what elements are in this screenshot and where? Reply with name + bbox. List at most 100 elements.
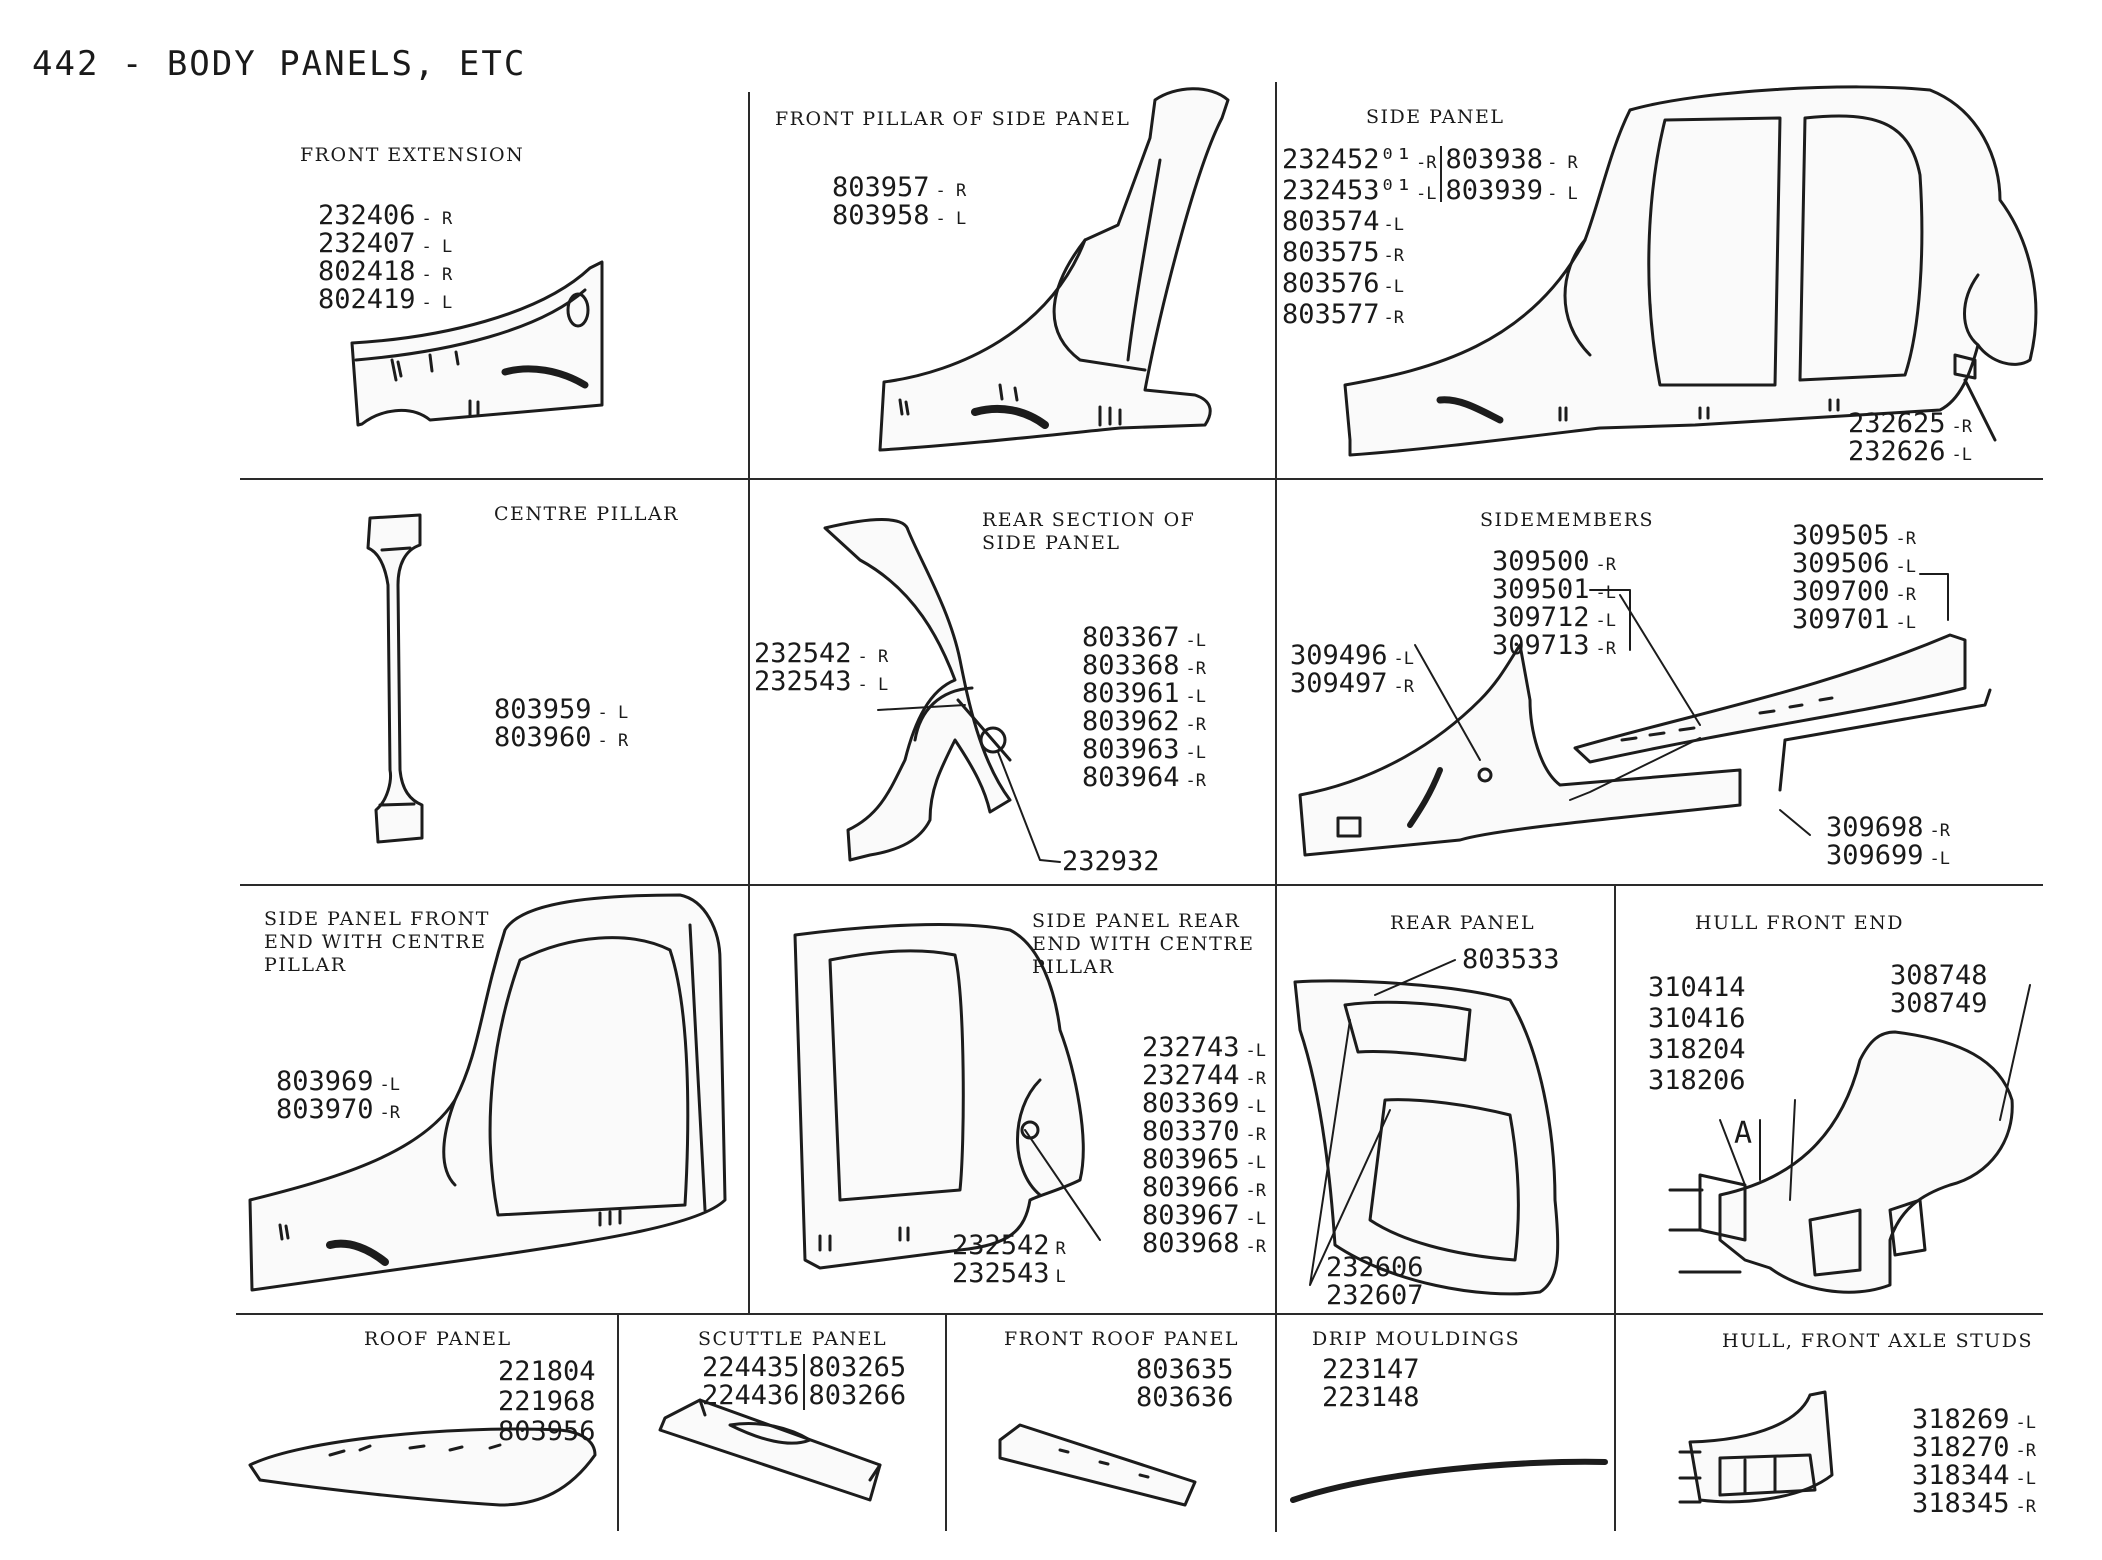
side-panel-front-end-drawing: [248, 893, 727, 1292]
part-number: 803368-R: [1082, 650, 1207, 681]
part-number: 803967-L: [1142, 1200, 1267, 1231]
front-roof-panel-drawing: [998, 1423, 1197, 1507]
part-list-front-extension: 232406- R 232407- L 802418- R 802419- L: [318, 202, 452, 314]
roof-panel-drawing: [248, 1427, 597, 1507]
part-number: 802418- R: [318, 256, 453, 287]
divider: [240, 478, 2043, 480]
part-number: 803958- L: [832, 200, 967, 231]
part-list-centre-pillar: 803959- L 803960- R: [494, 696, 628, 752]
section-title-centre-pillar: CENTRE PILLAR: [494, 503, 679, 525]
part-number: 308749: [1890, 988, 1988, 1019]
rear-section-drawing: [823, 518, 1061, 863]
section-title-side-panel: SIDE PANEL: [1366, 106, 1505, 128]
part-number: 232543- L: [754, 666, 889, 697]
section-title-sidemembers: SIDEMEMBERS: [1480, 509, 1655, 531]
part-list-side-panel-bracket: 232625-R 232626-L: [1848, 410, 1972, 466]
section-title-drip-mouldings: DRIP MOULDINGS: [1312, 1328, 1521, 1350]
part-list-roof-panel: 221804 221968 803956: [498, 1358, 596, 1448]
side-panel-rear-end-drawing: [793, 923, 1101, 1270]
part-number: 232625-R: [1848, 408, 1973, 439]
part-number: 309701-L: [1792, 604, 1917, 635]
part-number: 224436: [702, 1380, 800, 1411]
part-list-drip-mouldings: 223147 223148: [1322, 1356, 1420, 1412]
part-number: 232542- R: [754, 638, 889, 669]
part-number: 232606: [1326, 1252, 1424, 1283]
part-number: 803962-R: [1082, 706, 1207, 737]
part-list-rear-section-right: 803367-L 803368-R 803961-L 803962-R 8039…: [1082, 624, 1206, 792]
part-list-sidemembers-mid: 309500-R 309501-L 309712-L 309713-R: [1492, 548, 1616, 660]
part-list-side-panel-front-end: 803969-L 803970-R: [276, 1068, 400, 1124]
part-number: 318204: [1648, 1034, 1746, 1065]
part-number: 309497-R: [1290, 668, 1415, 699]
divider: [236, 1313, 2043, 1315]
section-title-front-pillar: FRONT PILLAR OF SIDE PANEL: [775, 108, 1131, 130]
callout-label-a: A: [1734, 1116, 1753, 1151]
part-number: 803961-L: [1082, 678, 1207, 709]
part-number: 803964-R: [1082, 762, 1207, 793]
part-number: 803968-R: [1142, 1228, 1267, 1259]
side-panel-drawing: [1343, 85, 2038, 457]
part-number: 309712-L: [1492, 602, 1617, 633]
part-number: 309700-R: [1792, 576, 1917, 607]
part-list-rear-section-bottom: 232932: [1062, 848, 1160, 876]
part-number: 309698-R: [1826, 812, 1951, 843]
part-number: 803370-R: [1142, 1116, 1267, 1147]
part-number: 309500-R: [1492, 546, 1617, 577]
part-list-scuttle-panel: 224435 224436 803265 803266: [702, 1354, 906, 1410]
part-number: 309713-R: [1492, 630, 1617, 661]
part-number: 803938- R: [1445, 144, 1578, 175]
front-extension-drawing: [350, 260, 604, 427]
section-title-front-roof-panel: FRONT ROOF PANEL: [1004, 1328, 1239, 1350]
part-number: 232744-R: [1142, 1060, 1267, 1091]
divider: [1275, 82, 1277, 1532]
part-number: 803965-L: [1142, 1144, 1267, 1175]
part-number: 232626-L: [1848, 436, 1973, 467]
part-list-rear-section-left: 232542- R 232543- L: [754, 640, 888, 696]
divider: [945, 1313, 947, 1531]
part-number: 232453⁰¹-L: [1282, 175, 1437, 206]
part-number: 309505-R: [1792, 520, 1917, 551]
part-list-sidemembers-left: 309496-L 309497-R: [1290, 642, 1414, 698]
part-list-rear-panel-bottom: 232606 232607: [1326, 1254, 1424, 1310]
rear-panel-drawing: [1293, 959, 1560, 1296]
part-number: 232406- R: [318, 200, 453, 231]
part-list-front-pillar: 803957- R 803958- L: [832, 174, 966, 230]
part-list-hull-axle-studs: 318269-L 318270-R 318344-L 318345-R: [1912, 1406, 2036, 1518]
part-number: 803957- R: [832, 172, 967, 203]
section-title-rear-section: REAR SECTION OF SIDE PANEL: [982, 509, 1196, 554]
part-number: 803575-R: [1282, 237, 1405, 268]
part-number: 318269-L: [1912, 1404, 2037, 1435]
drip-mouldings-drawing: [1290, 1458, 1608, 1503]
section-title-scuttle-panel: SCUTTLE PANEL: [698, 1328, 888, 1350]
part-number: 232407- L: [318, 228, 453, 259]
part-number: 803960- R: [494, 722, 629, 753]
part-number: 803577-R: [1282, 299, 1405, 330]
part-number: 309506-L: [1792, 548, 1917, 579]
part-number: 310414: [1648, 972, 1746, 1003]
section-title-hull-axle-studs: HULL, FRONT AXLE STUDS: [1722, 1330, 2034, 1352]
part-number: 803966-R: [1142, 1172, 1267, 1203]
section-title-rear-panel: REAR PANEL: [1390, 912, 1536, 934]
part-number: 803970-R: [276, 1094, 401, 1125]
part-number: 803266: [808, 1380, 907, 1411]
part-number: 318344-L: [1912, 1460, 2037, 1491]
part-number: 232932: [1062, 846, 1160, 877]
part-number: 232743-L: [1142, 1032, 1267, 1063]
part-number: 803574-L: [1282, 206, 1405, 237]
part-number: 802419- L: [318, 284, 453, 315]
part-number: 309699-L: [1826, 840, 1951, 871]
part-number: 318345-R: [1912, 1488, 2037, 1519]
part-list-hull-front-end-right: 308748 308749: [1890, 962, 1988, 1018]
part-number: 803956: [498, 1416, 596, 1447]
hull-front-end-drawing: [1668, 984, 2031, 1294]
part-number: 803636: [1136, 1382, 1234, 1413]
part-number: 221968: [498, 1386, 596, 1417]
part-number: 223147: [1322, 1354, 1420, 1385]
part-number: 309496-L: [1290, 640, 1415, 671]
part-number: 803265: [808, 1352, 907, 1383]
part-number: 803367-L: [1082, 622, 1207, 653]
part-number: 803576-L: [1282, 268, 1405, 299]
part-number: 310416: [1648, 1003, 1746, 1034]
